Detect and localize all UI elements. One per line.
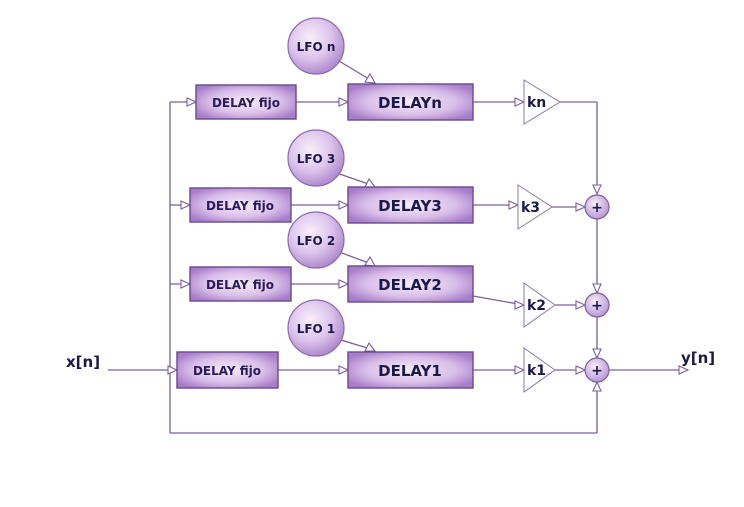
lfo-3: LFO 3 [287, 129, 345, 187]
arrowheads [167, 72, 690, 392]
adder-symbol: + [591, 298, 603, 314]
fixed-delay-label: DELAY fijo [206, 199, 274, 213]
delay-block-2: DELAY2 [347, 265, 474, 303]
gain-n: kn [523, 79, 561, 125]
lfo-label: LFO 2 [297, 234, 336, 248]
delay-label: DELAY2 [378, 276, 442, 294]
gain-label: kn [527, 95, 546, 111]
gain-label: k2 [527, 298, 546, 314]
adder-1: + [584, 357, 610, 383]
delay-label: DELAY1 [378, 362, 442, 380]
lfo-label: LFO 1 [297, 322, 336, 336]
gain-1: k1 [523, 347, 556, 393]
delay-label: DELAY3 [378, 197, 442, 215]
delay-block-n: DELAYn [347, 83, 474, 121]
delay-block-3: DELAY3 [347, 186, 474, 224]
lfo-n: LFO n [287, 17, 345, 75]
lfo-label: LFO n [297, 40, 336, 54]
fixed-delay-block-n: DELAY fijo [195, 84, 297, 120]
fixed-delay-label: DELAY fijo [193, 364, 261, 378]
adder-3: + [584, 194, 610, 220]
fixed-delay-block-1: DELAY fijo [176, 351, 279, 389]
gain-2: k2 [523, 282, 556, 328]
fixed-delay-block-2: DELAY fijo [189, 266, 292, 302]
fixed-delay-block-3: DELAY fijo [189, 187, 292, 223]
fixed-delay-label: DELAY fijo [212, 96, 280, 110]
adder-2: + [584, 292, 610, 318]
delay-label: DELAYn [378, 94, 442, 112]
lfo-2: LFO 2 [287, 211, 345, 269]
lfo-label: LFO 3 [297, 152, 336, 166]
adder-symbol: + [591, 200, 603, 216]
gain-3: k3 [517, 184, 553, 230]
adder-symbol: + [591, 363, 603, 379]
delay-block-1: DELAY1 [347, 351, 474, 389]
gain-label: k3 [521, 200, 540, 216]
output-label: y[n] [681, 349, 715, 367]
lfo-1: LFO 1 [287, 299, 345, 357]
fixed-delay-label: DELAY fijo [206, 278, 274, 292]
gain-label: k1 [527, 363, 546, 379]
input-label: x[n] [66, 353, 100, 371]
